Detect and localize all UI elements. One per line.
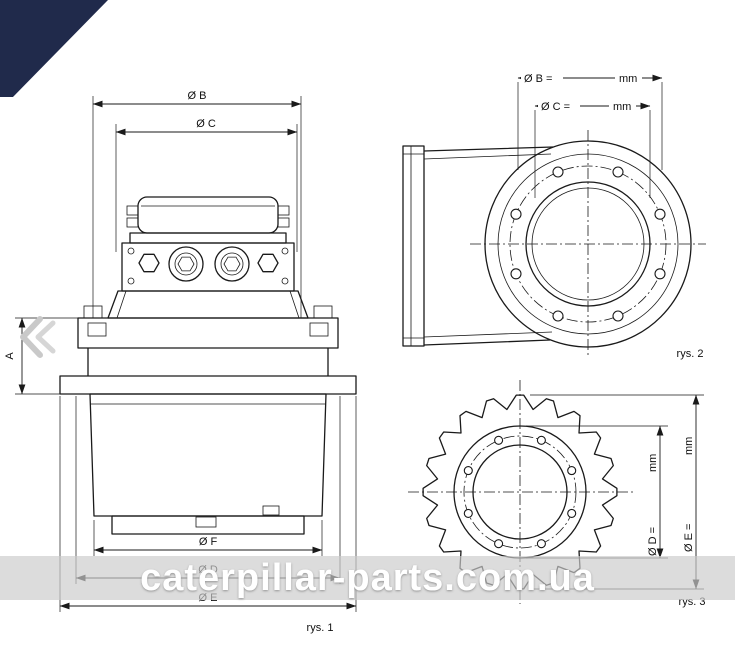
fig1-motor-outline	[59, 196, 357, 535]
fig1-dim-b-label: Ø B	[188, 90, 207, 102]
fig1-dim-c-label: Ø C	[196, 118, 216, 130]
fig1-dim-a: A	[4, 317, 78, 395]
fig1-caption: rys. 1	[307, 622, 334, 634]
fig2-dim-b-label: Ø B =	[524, 73, 552, 85]
fig3-dim-e-unit: mm	[683, 437, 695, 455]
fig3-dim-d-label: Ø D =	[647, 527, 659, 556]
fig2-dim-b-unit: mm	[619, 73, 637, 85]
fig3-dim-e: Ø E = mm	[530, 394, 704, 590]
figure2-housing-side-view: Ø B = mm Ø C = mm rys. 2	[402, 71, 706, 360]
fig2-dim-c: Ø C = mm	[534, 99, 651, 198]
fig2-dim-c-label: Ø C =	[541, 101, 570, 113]
fig1-dim-c: Ø C	[115, 118, 298, 252]
fig1-dim-f-label: Ø F	[199, 536, 218, 548]
fig3-dim-d-unit: mm	[647, 454, 659, 472]
figure1-final-drive-front-view: Ø B Ø C	[4, 90, 357, 634]
watermark-band: caterpillar-parts.com.ua	[0, 556, 735, 600]
watermark-text: caterpillar-parts.com.ua	[140, 556, 595, 599]
fig3-dim-e-label: Ø E =	[683, 524, 695, 552]
fig2-dim-b: Ø B = mm	[517, 71, 663, 170]
fig2-caption: rys. 2	[677, 348, 704, 360]
chevron-left-icon	[20, 316, 56, 358]
fig2-housing-outline	[402, 130, 706, 358]
fig1-dim-f: Ø F	[93, 520, 323, 556]
fig1-dim-b: Ø B	[92, 90, 302, 318]
fig1-dim-a-label: A	[4, 352, 16, 360]
fig2-dim-c-unit: mm	[613, 101, 631, 113]
carousel-prev-button[interactable]	[8, 308, 60, 366]
